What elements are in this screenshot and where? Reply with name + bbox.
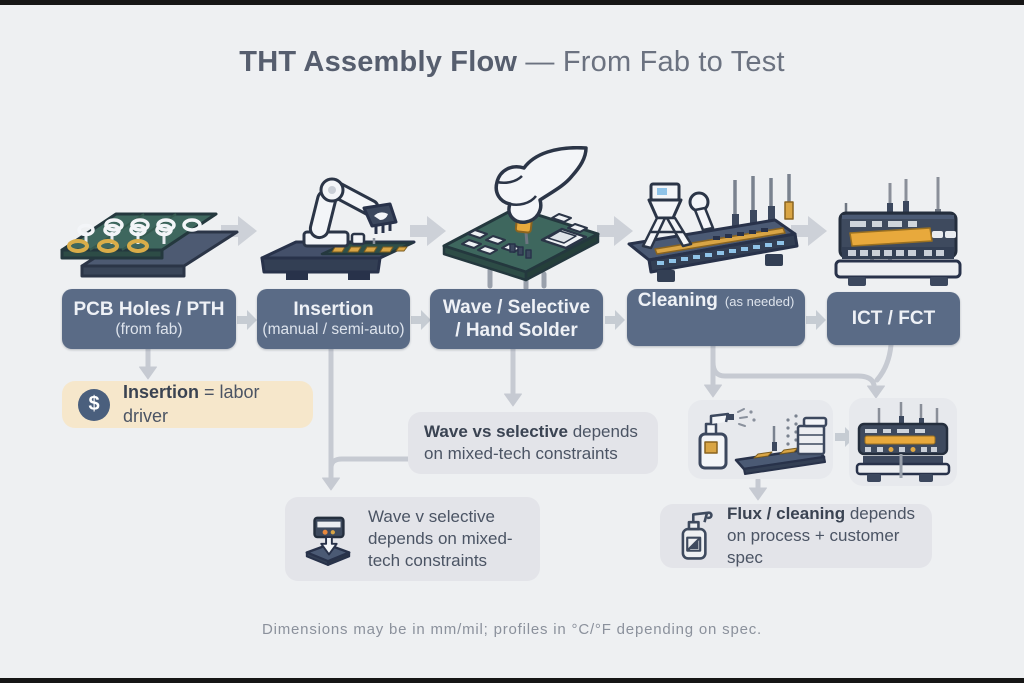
step-label: Cleaning bbox=[637, 290, 718, 311]
spray-cleaning-detail-illustration bbox=[698, 408, 828, 475]
spray-cleaning-detail-card bbox=[688, 400, 833, 479]
page-title: THT Assembly Flow — From Fab to Test bbox=[0, 46, 1024, 79]
wave-solder-machine-icon bbox=[301, 511, 355, 567]
bottom-frame-bar bbox=[0, 678, 1024, 683]
cleaning-machine-illustration bbox=[617, 170, 806, 286]
wave-vs-selective-text: Wave vs selective depends on mixed-tech … bbox=[424, 421, 642, 465]
step-box-wave-solder: Wave / Selective / Hand Solder bbox=[430, 289, 603, 349]
spray-bottle-icon bbox=[676, 509, 714, 563]
wave-vs-regular: depends on mixed-tech constraints bbox=[424, 422, 638, 463]
step-box-cleaning: Cleaning (as needed) bbox=[627, 289, 805, 346]
page-title-regular: — From Fab to Test bbox=[517, 46, 785, 78]
top-frame-bar bbox=[0, 0, 1024, 5]
wave-v-selective-note: Wave v selective depends on mixed-tech c… bbox=[285, 497, 540, 581]
ict-test-station-illustration bbox=[832, 175, 965, 288]
wave-v-selective-text: Wave v selective depends on mixed-tech c… bbox=[368, 507, 513, 570]
flux-cleaning-text: Flux / cleaning depends on process + cus… bbox=[727, 503, 916, 568]
test-station-detail-card bbox=[849, 398, 957, 486]
flux-regular: depends on process + customer spec bbox=[727, 504, 916, 567]
flux-cleaning-note: Flux / cleaning depends on process + cus… bbox=[660, 504, 932, 568]
step-box-ict-fct: ICT / FCT bbox=[827, 292, 960, 345]
labor-driver-text: Insertion = labor driver bbox=[123, 381, 297, 427]
hand-soldering-illustration bbox=[434, 146, 606, 289]
step-label: Insertion bbox=[293, 298, 374, 320]
step-label: ICT / FCT bbox=[851, 307, 936, 329]
step-label-line2: / Hand Solder bbox=[455, 320, 578, 341]
step-suffix: (as needed) bbox=[724, 294, 795, 309]
step-box-pcb-holes: PCB Holes / PTH (from fab) bbox=[62, 289, 236, 349]
labor-driver-note: $ Insertion = labor driver bbox=[62, 381, 313, 428]
robot-arm-insertion-illustration bbox=[256, 166, 422, 288]
step-label: PCB Holes / PTH bbox=[73, 298, 225, 320]
labor-driver-bold: Insertion bbox=[123, 382, 200, 403]
flux-bold: Flux / cleaning bbox=[727, 504, 846, 524]
wave-vs-bold: Wave vs selective bbox=[424, 422, 568, 442]
step-label: Wave / Selective bbox=[442, 296, 591, 318]
page-title-bold: THT Assembly Flow bbox=[239, 46, 518, 78]
wave-vs-selective-note: Wave vs selective depends on mixed-tech … bbox=[408, 412, 658, 474]
footnote-text: Dimensions may be in mm/mil; profiles in… bbox=[261, 621, 762, 638]
pcb-board-illustration bbox=[56, 192, 242, 287]
dollar-icon: $ bbox=[78, 388, 110, 421]
step-box-insertion: Insertion (manual / semi-auto) bbox=[257, 289, 410, 349]
labor-driver-regular: = labor driver bbox=[123, 382, 260, 426]
step-sublabel: (from fab) bbox=[115, 321, 183, 339]
test-station-detail-illustration bbox=[855, 402, 951, 482]
step-sublabel: (manual / semi-auto) bbox=[262, 321, 405, 339]
